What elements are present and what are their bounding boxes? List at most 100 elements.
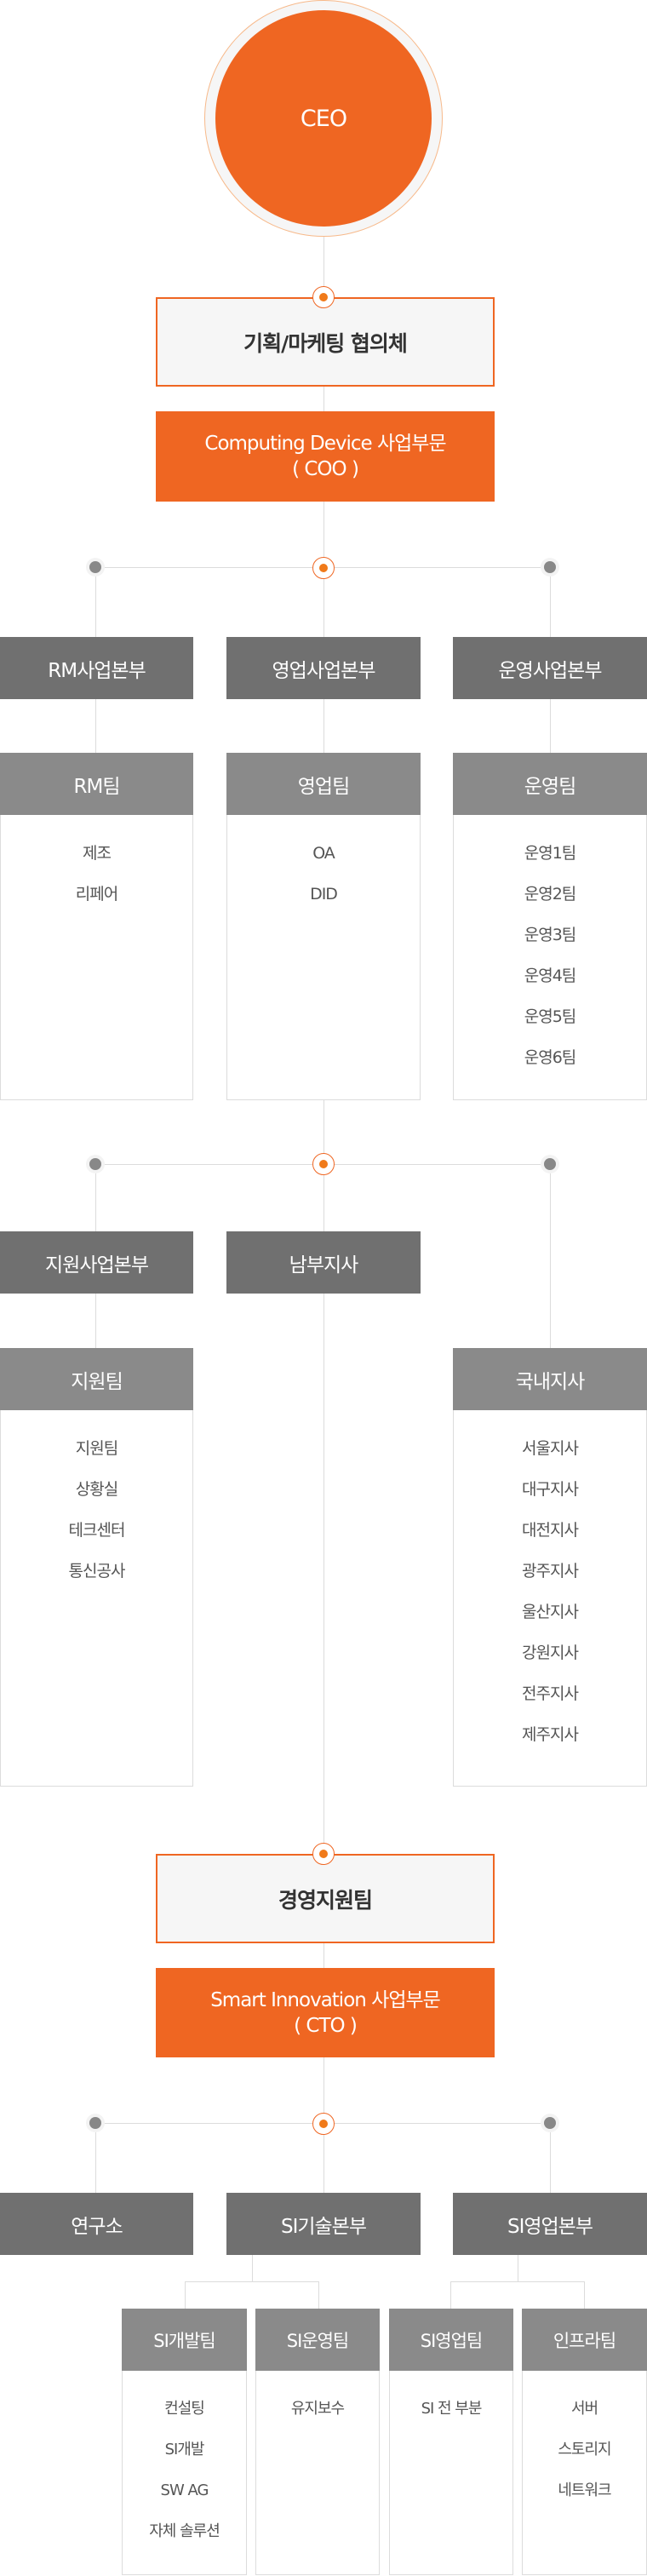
list-item: 지원팀 xyxy=(75,1439,118,1458)
list-item: 유지보수 xyxy=(290,2400,345,2418)
list-item: 대전지사 xyxy=(522,1521,579,1540)
list-item: 통신공사 xyxy=(68,1562,126,1581)
orange-node-dot-icon xyxy=(312,286,335,308)
management-support-box: 경영지원팀 xyxy=(156,1854,495,1943)
team-label: 지원팀 xyxy=(71,1370,123,1393)
gray-node-dot-icon xyxy=(86,558,105,577)
division-research: 연구소 xyxy=(0,2193,193,2255)
team-label: 인프라팀 xyxy=(553,2330,616,2351)
list-item: 리페어 xyxy=(75,885,118,904)
connector-line xyxy=(185,2281,186,2309)
division-si-tech: SI기술본부 xyxy=(226,2193,421,2255)
team-infra: 인프라팀 xyxy=(522,2309,647,2371)
team-si-sales-list: SI 전 부분 xyxy=(389,2371,513,2575)
domestic-branches-list: 서울지사 대구지사 대전지사 광주지사 울산지사 강원지사 전주지사 제주지사 xyxy=(453,1410,647,1787)
gray-node-dot-icon xyxy=(86,2114,105,2132)
division-label: 연구소 xyxy=(71,2215,123,2238)
planning-marketing-council-box: 기획/마케팅 협의체 xyxy=(156,297,495,387)
orange-node-dot-icon xyxy=(312,1843,335,1865)
orange-node-dot-icon xyxy=(312,1153,335,1175)
exec-title: Smart Innovation 사업부문 xyxy=(210,1988,441,2011)
list-item: 운영2팀 xyxy=(524,885,577,904)
division-rm: RM사업본부 xyxy=(0,637,193,699)
team-label: SI개발팀 xyxy=(153,2330,215,2351)
list-item: 테크센터 xyxy=(68,1521,126,1540)
orange-node-dot-icon xyxy=(312,2113,335,2135)
division-support: 지원사업본부 xyxy=(0,1231,193,1294)
team-support: 지원팀 xyxy=(0,1348,193,1410)
cto-division-box: Smart Innovation 사업부문 ( CTO ) xyxy=(156,1968,495,2057)
exec-subtitle: ( COO ) xyxy=(292,458,359,480)
connector-line xyxy=(185,2281,318,2282)
council-label: 기획/마케팅 협의체 xyxy=(243,330,408,356)
list-item: SW AG xyxy=(160,2481,209,2499)
list-item: 상황실 xyxy=(75,1480,118,1499)
team-label: RM팀 xyxy=(73,775,121,798)
council-label: 경영지원팀 xyxy=(278,1887,373,1913)
team-operations-list: 운영1팀 운영2팀 운영3팀 운영4팀 운영5팀 운영6팀 xyxy=(453,815,647,1100)
team-sales-list: OA DID xyxy=(226,815,421,1100)
division-si-sales: SI영업본부 xyxy=(453,2193,647,2255)
team-infra-list: 서버 스토리지 네트워크 xyxy=(522,2371,647,2575)
team-label: SI운영팀 xyxy=(286,2330,349,2351)
list-item: 서울지사 xyxy=(522,1439,579,1458)
team-si-dev-list: 컨설팅 SI개발 SW AG 자체 솔루션 xyxy=(122,2371,247,2575)
team-si-dev: SI개발팀 xyxy=(122,2309,247,2371)
team-label: 운영팀 xyxy=(524,775,576,798)
list-item: 운영1팀 xyxy=(524,844,577,863)
division-label: SI영업본부 xyxy=(507,2215,593,2238)
connector-line xyxy=(450,2281,451,2309)
team-label: SI영업팀 xyxy=(420,2330,483,2351)
exec-title: Computing Device 사업부문 xyxy=(204,433,446,455)
ceo-node: CEO xyxy=(204,0,443,237)
list-item: 스토리지 xyxy=(558,2441,611,2458)
list-item: 네트워크 xyxy=(558,2481,611,2499)
ceo-label: CEO xyxy=(300,105,347,132)
gray-node-dot-icon xyxy=(86,1155,105,1173)
list-item: 운영4팀 xyxy=(524,967,577,985)
list-item: 자체 솔루션 xyxy=(149,2522,220,2540)
gray-node-dot-icon xyxy=(541,2114,559,2132)
gray-node-dot-icon xyxy=(541,1155,559,1173)
gray-node-dot-icon xyxy=(541,558,559,577)
exec-subtitle: ( CTO ) xyxy=(294,2014,358,2037)
orange-node-dot-icon xyxy=(312,557,335,579)
connector-line xyxy=(450,2281,584,2282)
team-si-ops: SI운영팀 xyxy=(255,2309,380,2371)
team-label: 영업팀 xyxy=(297,775,350,798)
team-rm-list: 제조 리페어 xyxy=(0,815,193,1100)
list-item: 전주지사 xyxy=(522,1684,579,1703)
list-item: 광주지사 xyxy=(522,1562,579,1581)
team-operations: 운영팀 xyxy=(453,753,647,815)
list-item: 제주지사 xyxy=(522,1725,579,1744)
list-item: 울산지사 xyxy=(522,1603,579,1621)
list-item: SI개발 xyxy=(164,2441,205,2458)
team-label: 국내지사 xyxy=(515,1370,586,1393)
division-label: 영업사업본부 xyxy=(272,659,376,682)
list-item: 대구지사 xyxy=(522,1480,579,1499)
list-item: OA xyxy=(312,844,335,863)
list-item: 운영6팀 xyxy=(524,1048,577,1067)
division-label: RM사업본부 xyxy=(48,659,146,682)
connector-line xyxy=(252,2255,253,2281)
connector-line xyxy=(584,2281,585,2309)
list-item: SI 전 부분 xyxy=(421,2400,483,2418)
division-label: 지원사업본부 xyxy=(45,1254,149,1277)
list-item: 운영3팀 xyxy=(524,926,577,944)
list-item: 강원지사 xyxy=(522,1644,579,1662)
team-si-ops-list: 유지보수 xyxy=(255,2371,380,2575)
team-si-sales: SI영업팀 xyxy=(389,2309,513,2371)
connector-line xyxy=(550,2123,551,2193)
division-southern-branch: 남부지사 xyxy=(226,1231,421,1294)
list-item: DID xyxy=(310,885,338,904)
connector-line xyxy=(95,2123,96,2193)
list-item: 운영5팀 xyxy=(524,1007,577,1026)
connector-line xyxy=(550,1164,551,1348)
team-rm: RM팀 xyxy=(0,753,193,815)
team-domestic-branches: 국내지사 xyxy=(453,1348,647,1410)
division-sales: 영업사업본부 xyxy=(226,637,421,699)
coo-division-box: Computing Device 사업부문 ( COO ) xyxy=(156,411,495,502)
team-sales: 영업팀 xyxy=(226,753,421,815)
connector-line xyxy=(318,2281,319,2309)
division-label: 남부지사 xyxy=(289,1254,359,1277)
